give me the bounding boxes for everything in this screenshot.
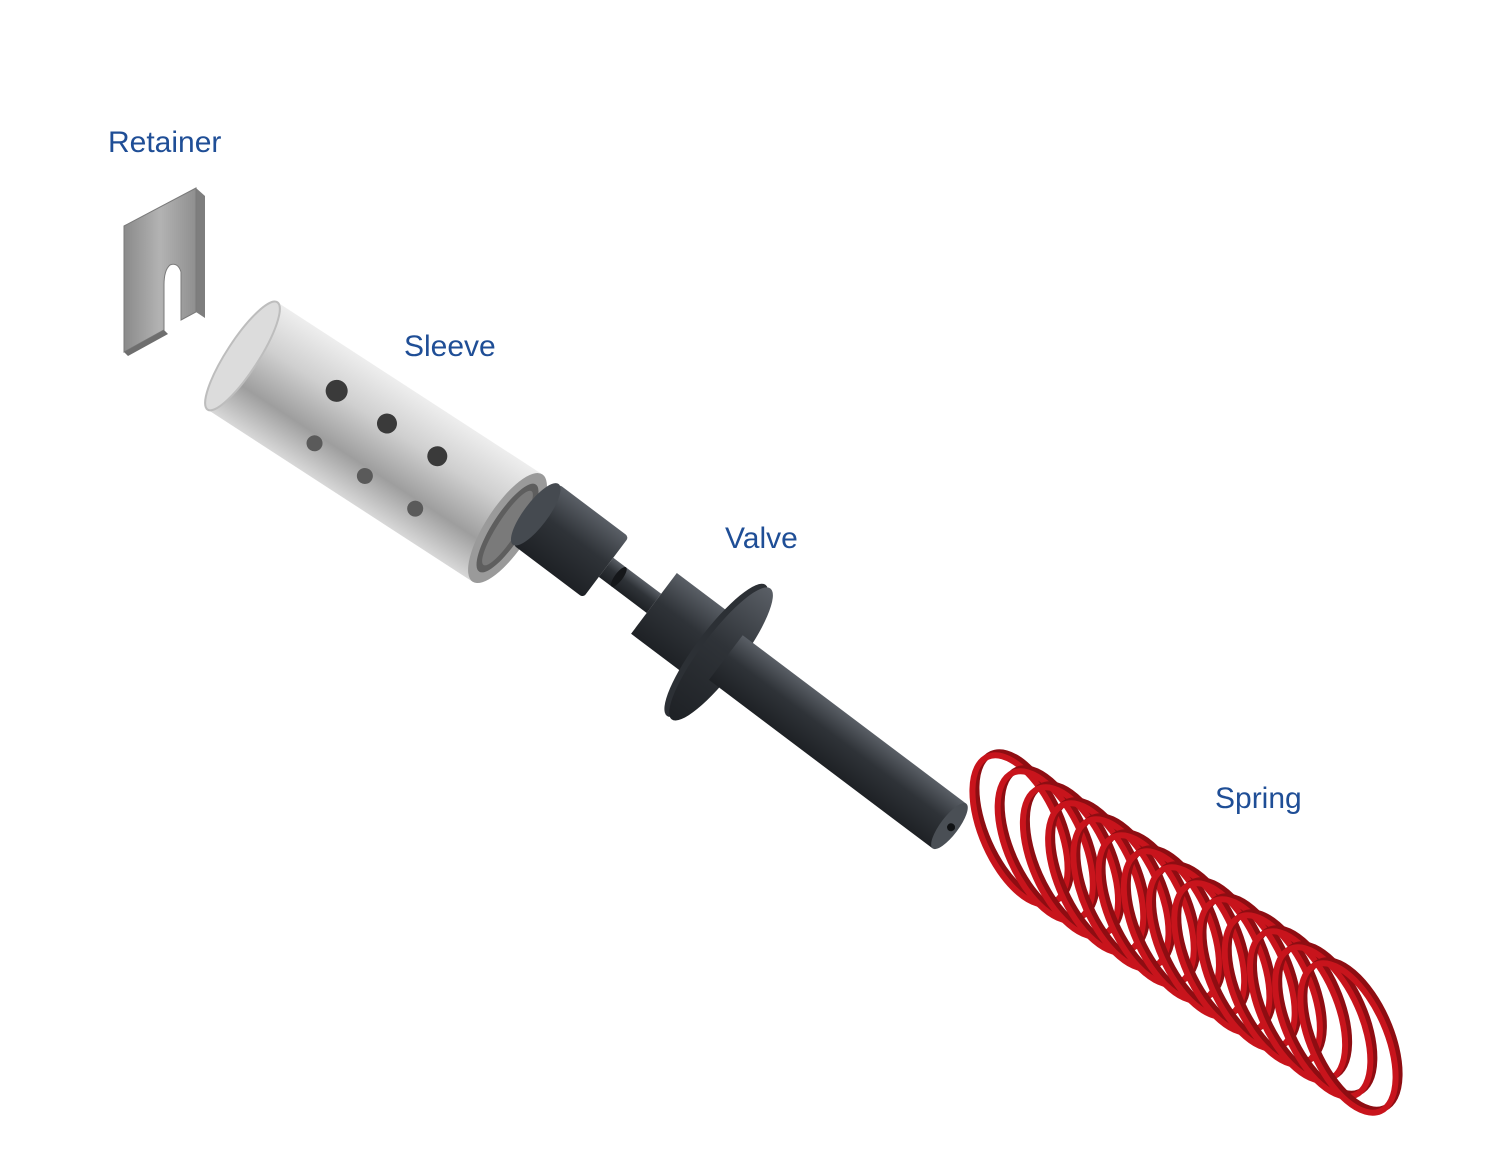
- valve-spool-icon: [510, 483, 968, 850]
- coil-spring-icon: [969, 749, 1403, 1116]
- sleeve-label: Sleeve: [404, 330, 496, 363]
- retainer-label: Retainer: [108, 126, 222, 159]
- valve-label: Valve: [725, 522, 798, 555]
- retainer-clip-icon: [123, 187, 205, 356]
- spring-coil: [1272, 944, 1374, 1100]
- spring-label: Spring: [1215, 782, 1302, 815]
- sleeve-tube-icon: [204, 300, 547, 584]
- spring-coil: [1297, 960, 1399, 1116]
